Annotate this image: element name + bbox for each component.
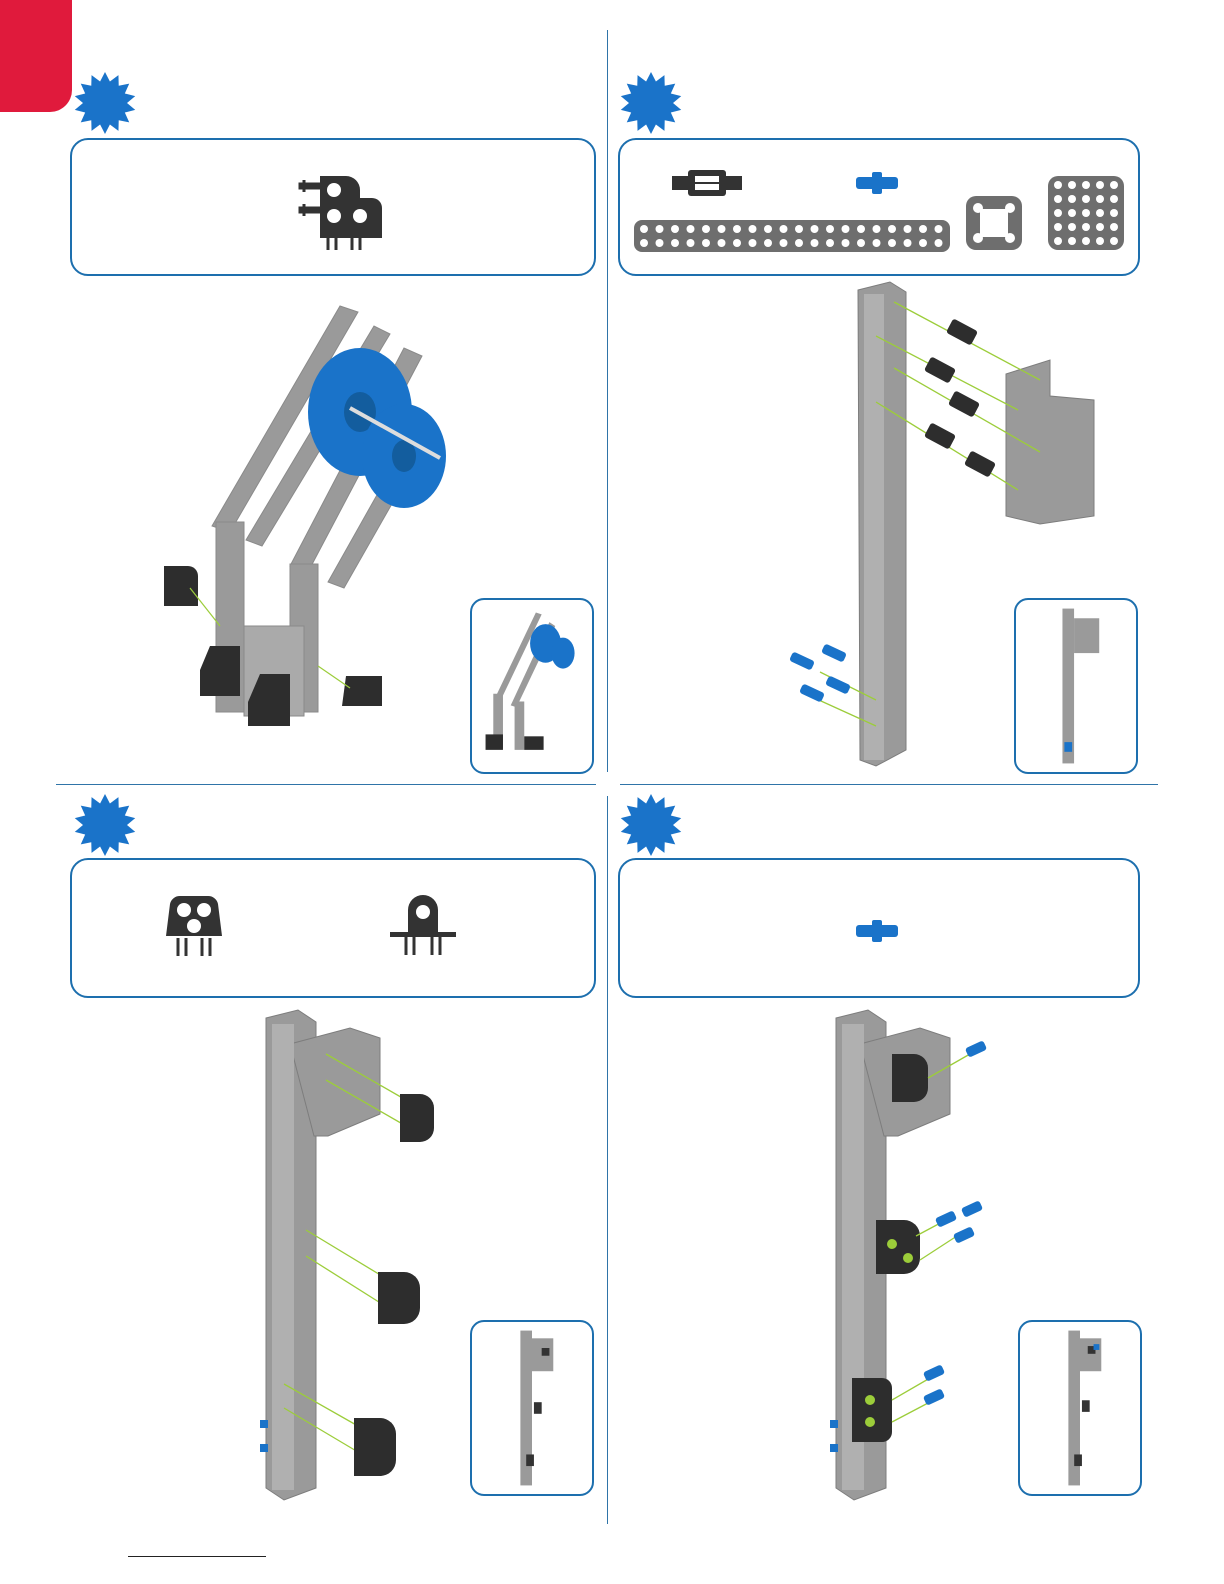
horizontal-divider-left bbox=[56, 784, 596, 785]
assembly-illustration-step-a bbox=[150, 296, 450, 766]
assembly-illustration-step-c bbox=[250, 1004, 450, 1502]
inset-preview-step-d bbox=[1018, 1320, 1142, 1496]
triple-hole-connector-icon bbox=[164, 894, 224, 958]
parts-box-step-a bbox=[70, 138, 596, 276]
inset-preview-step-a bbox=[470, 598, 594, 774]
footer-rule bbox=[128, 1556, 266, 1557]
parts-box-step-b bbox=[618, 138, 1140, 276]
inset-preview-step-b bbox=[1014, 598, 1138, 774]
step-badge-icon bbox=[618, 792, 684, 858]
corner-color-tab bbox=[0, 0, 72, 112]
step-badge-icon bbox=[72, 792, 138, 858]
step-badge-icon bbox=[72, 70, 138, 136]
step-badge-icon bbox=[618, 70, 684, 136]
blue-pin-icon bbox=[852, 170, 902, 196]
corner-connector-icon bbox=[298, 172, 384, 252]
small-square-plate-icon bbox=[964, 194, 1024, 252]
parts-box-step-d bbox=[618, 858, 1140, 998]
square-plate-icon bbox=[1046, 174, 1126, 252]
blue-pin-icon bbox=[852, 918, 902, 944]
vertical-divider-bottom bbox=[607, 796, 608, 1524]
standoff-connector-icon bbox=[670, 168, 744, 198]
single-hole-bracket-icon bbox=[388, 892, 458, 958]
horizontal-divider-right bbox=[620, 784, 1158, 785]
inset-preview-step-c bbox=[470, 1320, 594, 1496]
vertical-divider-top bbox=[607, 30, 608, 772]
long-beam-icon bbox=[632, 218, 952, 254]
parts-box-step-c bbox=[70, 858, 596, 998]
assembly-illustration-step-d bbox=[820, 1004, 1020, 1502]
